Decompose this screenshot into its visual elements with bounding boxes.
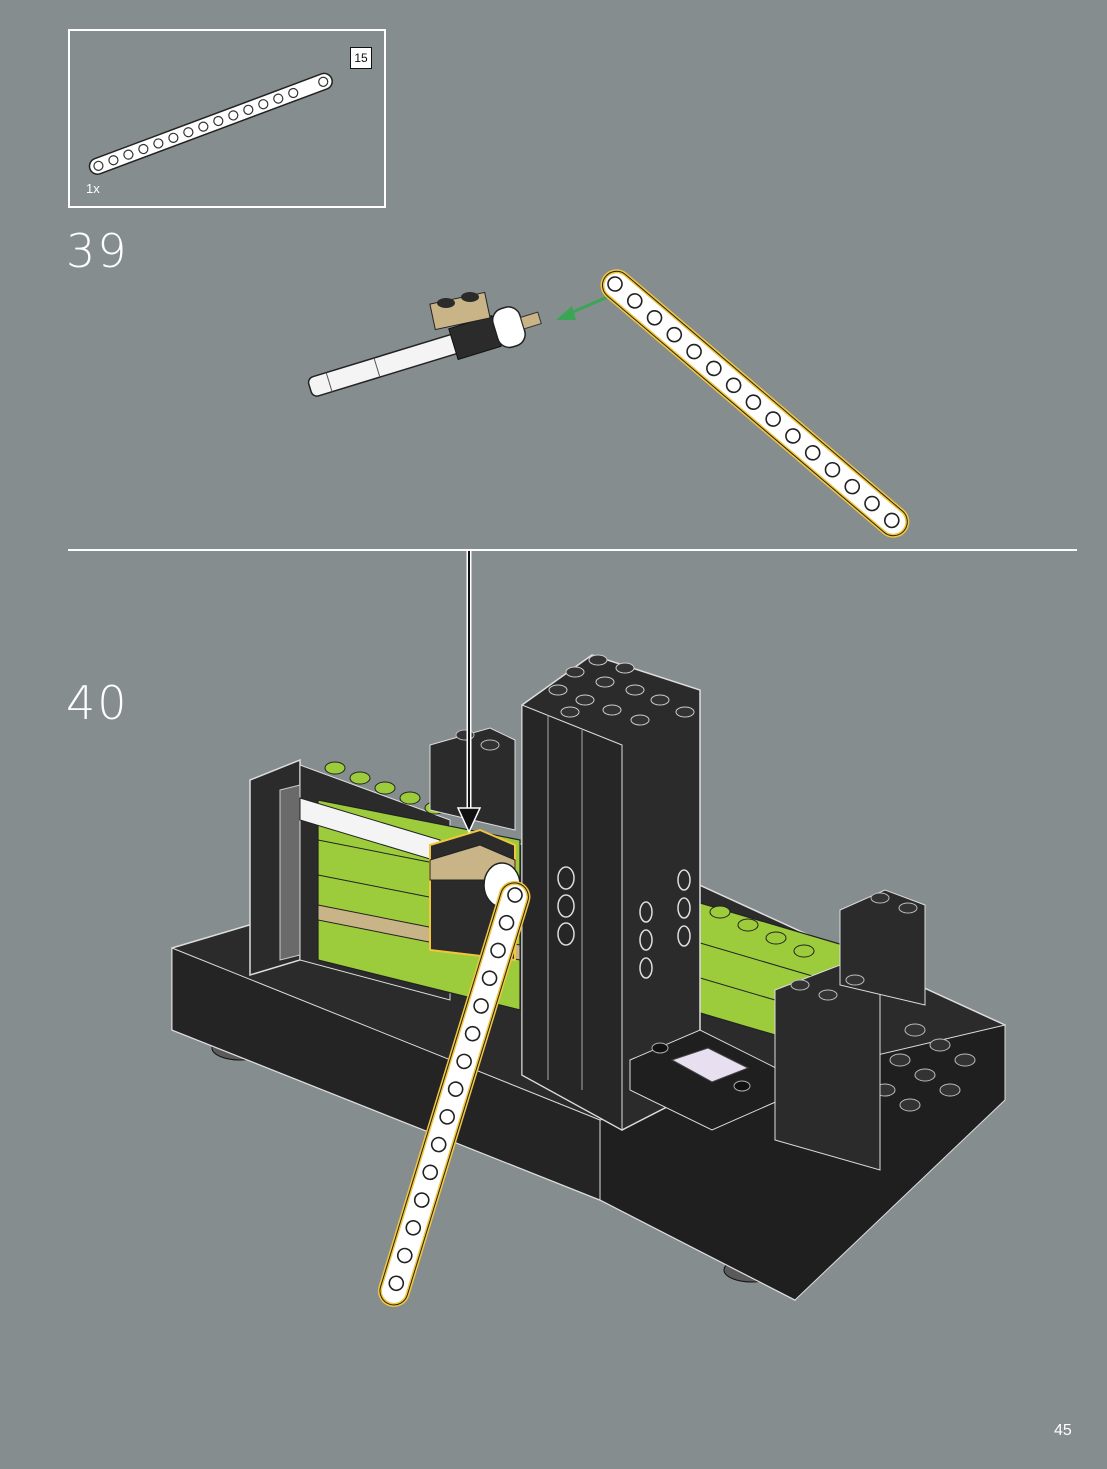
page-number: 45 <box>1054 1422 1072 1440</box>
